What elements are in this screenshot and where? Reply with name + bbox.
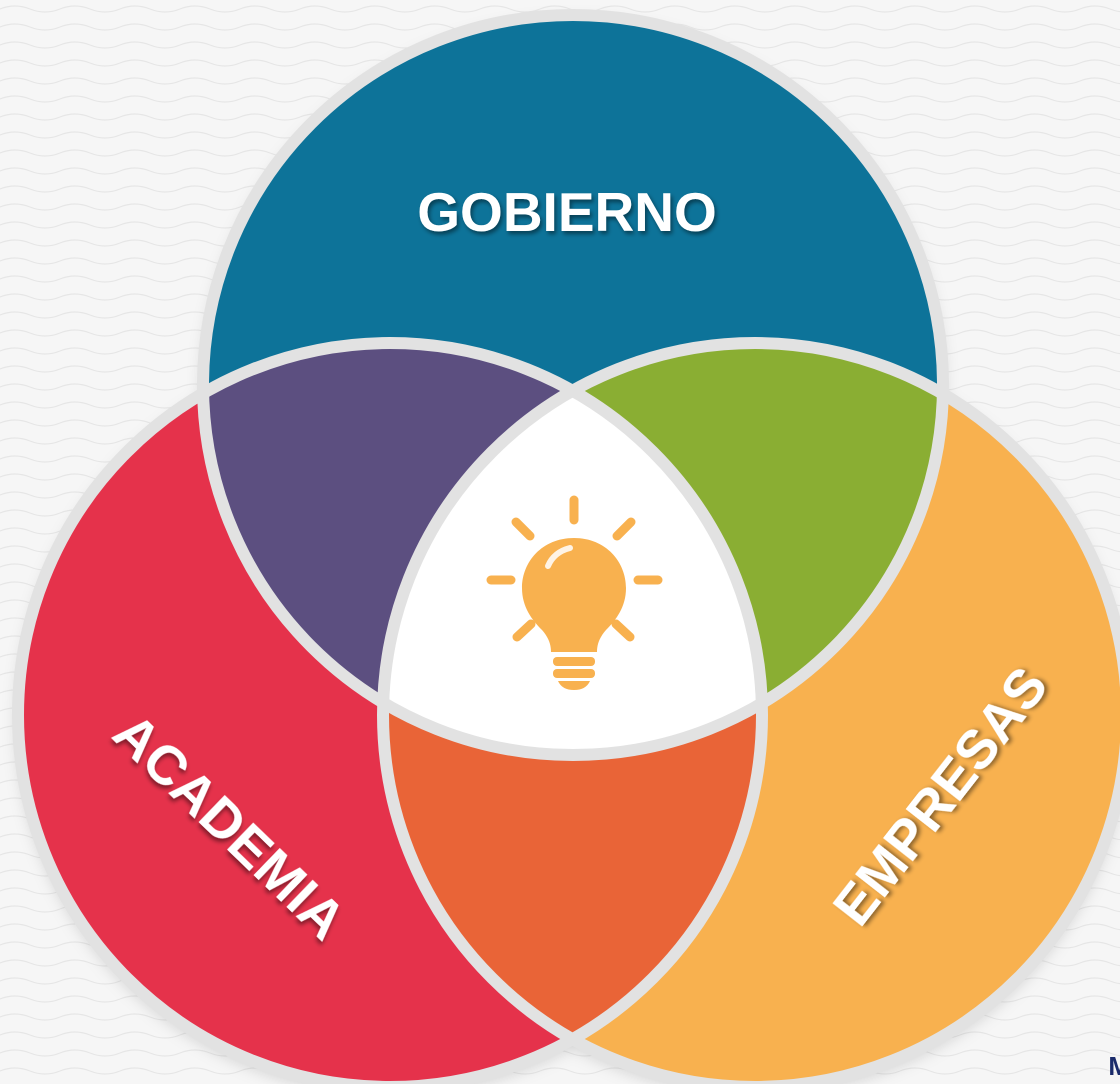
border-empresas: [377, 337, 1120, 1084]
lightbulb-icon: [486, 495, 663, 690]
border-academia: [12, 337, 768, 1084]
label-gobierno: GOBIERNO: [417, 181, 716, 243]
border-gobierno: [197, 9, 949, 761]
corner-text: M: [1108, 1051, 1120, 1081]
